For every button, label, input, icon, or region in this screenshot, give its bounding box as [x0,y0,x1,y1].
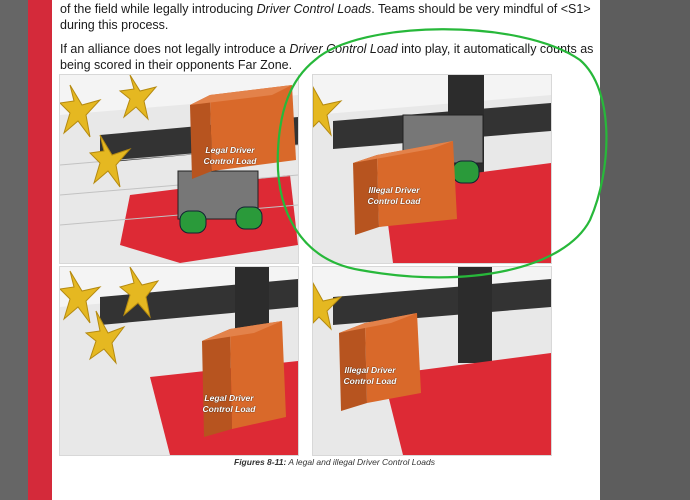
text-italic: Driver Control Load [289,42,398,56]
text-segment: of the field while legally introducing [60,2,257,16]
text-segment: during this process. [60,18,169,32]
box-label: Illegal Driver Control Load [359,185,429,207]
viewer-right-margin [600,0,690,500]
figure-scene [60,75,298,263]
figure-scene [60,267,298,455]
text-segment: being scored in their opponents Far Zone… [60,58,293,72]
driver-control-load-box [339,313,421,411]
text-segment: . Teams should be very mindful of <S1> [371,2,591,16]
box-label: Legal Driver Control Load [194,393,264,415]
label-line: Legal Driver [204,393,254,403]
text-segment: If an alliance does not legally introduc… [60,42,290,56]
label-line: Illegal Driver [368,185,420,195]
paragraph-line-1: of the field while legally introducing D… [60,2,591,16]
label-line: Legal Driver [205,145,255,155]
label-line: Control Load [203,156,257,166]
label-line: Control Load [367,196,421,206]
box-label: Illegal Driver Control Load [335,365,405,387]
caption-text: A legal and illegal Driver Control Loads [286,457,435,467]
document-page: of the field while legally introducing D… [28,0,600,500]
box-label: Legal Driver Control Load [195,145,265,167]
figure-top-right: Illegal Driver Control Load [312,74,552,264]
text-italic: Driver Control Loads [256,2,372,16]
figure-bottom-right: Illegal Driver Control Load [312,266,552,456]
label-line: Illegal Driver [344,365,396,375]
paragraph-line-2: during this process. [60,18,168,32]
page-red-band [28,0,52,500]
robot [177,170,263,234]
viewer-left-margin [0,0,28,500]
driver-control-load-box [190,85,296,179]
paragraph-line-4: being scored in their opponents Far Zone… [60,58,292,72]
label-line: Control Load [343,376,397,386]
label-line: Control Load [202,404,256,414]
figure-scene [313,267,551,455]
paragraph-line-3: If an alliance does not legally introduc… [60,42,593,56]
driver-control-load-box [202,321,286,437]
figure-bottom-left: Legal Driver Control Load [59,266,299,456]
figure-scene [313,75,551,263]
figure-top-left: Legal Driver Control Load [59,74,299,264]
caption-prefix: Figures 8-11: [234,457,287,467]
figure-caption: Figures 8-11: A legal and illegal Driver… [234,457,435,467]
text-segment: into play, it automatically counts as [397,42,594,56]
